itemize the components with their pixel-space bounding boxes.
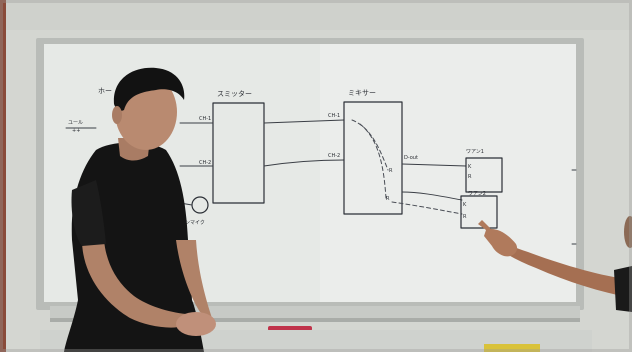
line-mix-room2 [401, 191, 463, 201]
label-r-mixer-1: R [389, 168, 393, 174]
label-ch2-left: CH-2 [199, 160, 211, 166]
label-left-mid-2: ++ [72, 128, 80, 134]
pointing-person [478, 216, 632, 312]
wall-top-band [0, 0, 632, 30]
yellow-object [484, 344, 540, 352]
pointing-arm [494, 238, 632, 298]
label-k-room1: K [468, 164, 472, 170]
line-split-mix-ch2 [263, 159, 345, 167]
presenter-sleeve [71, 180, 106, 246]
label-left-mid-1: ユール [68, 120, 83, 126]
splitter-box [212, 102, 265, 204]
marker-tray-shadow [50, 318, 580, 322]
label-r-room2: R [463, 214, 467, 220]
pointing-sleeve [614, 266, 632, 312]
room2-box [460, 195, 498, 229]
presenter [64, 67, 216, 352]
mixer-box [343, 101, 403, 215]
presenter-arm-left [82, 240, 186, 328]
label-k-room2: K [463, 202, 467, 208]
label-mic: ガンマイク [180, 219, 205, 226]
label-ch1-right: CH-1 [328, 113, 340, 119]
mixer-route-1 [351, 119, 389, 171]
presenter-ear [112, 106, 122, 124]
mixer-route-2 [359, 123, 387, 199]
line-mix-room1 [401, 163, 467, 167]
presenter-arm-right [176, 240, 212, 318]
line-mix-room2-dash [391, 201, 463, 215]
line-split-mix-ch1 [263, 119, 345, 124]
label-d-out: D-out [404, 155, 418, 161]
scribble-right-edge [571, 169, 577, 245]
label-ch2-right: CH-2 [328, 153, 340, 159]
pointing-finger [478, 220, 492, 230]
label-ch1-left: CH-1 [199, 116, 211, 122]
label-r-mixer-2: R [386, 196, 390, 202]
label-left-top: ホー [98, 87, 112, 95]
label-r-room1: R [468, 174, 472, 180]
label-room2: ワアン2 [468, 191, 486, 197]
pointing-person-head [624, 216, 632, 248]
pointing-hand [484, 228, 518, 257]
room1-box [465, 157, 503, 193]
label-room1: ワアン1 [466, 149, 484, 155]
label-splitter: スミッター [217, 89, 252, 98]
presenter-hands [176, 312, 216, 336]
red-marker [268, 326, 312, 331]
wall-left-edge [0, 0, 6, 352]
label-mixer: ミキサー [348, 89, 376, 97]
presenter-hair [113, 67, 185, 111]
